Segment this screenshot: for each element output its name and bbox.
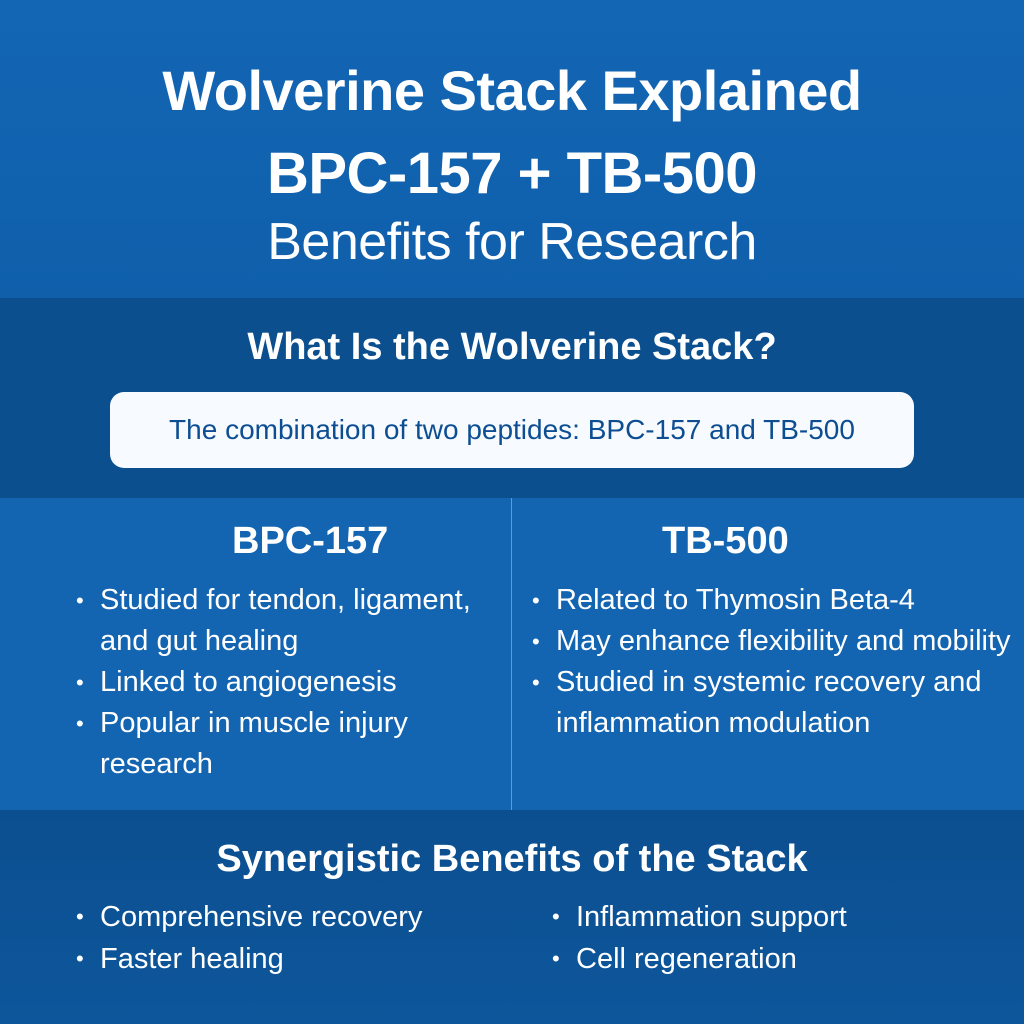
header: Wolverine Stack Explained BPC-157 + TB-5… <box>0 0 1024 298</box>
list-item: • Studied for tendon, ligament, and gut h… <box>76 580 496 662</box>
what-is-section: What Is the Wolverine Stack? The combina… <box>0 298 1024 498</box>
title-line-2: BPC-157 + TB-500 <box>266 141 758 206</box>
bullet-icon: • <box>76 904 84 929</box>
list-item: • Related to Thymosin Beta-4 <box>532 580 1012 621</box>
synergy-list-left: • Comprehensive recovery • Faster healing <box>76 896 496 980</box>
column-divider <box>511 498 512 810</box>
list-item-text: Comprehensive recovery <box>100 901 423 933</box>
list-item-text: Faster healing <box>100 943 284 975</box>
list-item: • Popular in muscle injury research <box>76 703 496 785</box>
title-line-3: Benefits for Research <box>267 213 757 271</box>
list-item-text: Studied for tendon, ligament, and gut he… <box>100 584 471 657</box>
synergy-heading: Synergistic Benefits of the Stack <box>216 838 808 880</box>
bullet-icon: • <box>532 588 540 613</box>
comparison-columns: BPC-157 • Studied for tendon, ligament, a… <box>0 498 1024 810</box>
list-item-text: May enhance flexibility and mobility <box>556 625 1011 657</box>
list-item-text: Related to Thymosin Beta-4 <box>556 584 915 616</box>
bpc-157-title: BPC-157 <box>232 520 389 562</box>
definition-box: The combination of two peptides: BPC-157… <box>110 392 914 468</box>
bullet-icon: • <box>76 946 84 971</box>
bullet-icon: • <box>76 670 84 695</box>
list-item-text: Inflammation support <box>576 901 847 933</box>
bpc-157-column: BPC-157 • Studied for tendon, ligament, a… <box>0 498 512 810</box>
definition-text: The combination of two peptides: BPC-157… <box>169 414 855 445</box>
tb-500-title: TB-500 <box>662 520 789 562</box>
list-item: • May enhance flexibility and mobility <box>532 621 1012 662</box>
list-item-text: Cell regeneration <box>576 943 797 975</box>
bullet-icon: • <box>76 588 84 613</box>
list-item: • Studied in systemic recovery and inflam… <box>532 662 1012 744</box>
synergy-list-right: • Inflammation support • Cell regeneration <box>552 896 972 980</box>
synergy-section: Synergistic Benefits of the Stack • Compr… <box>0 810 1024 1024</box>
list-item: • Linked to angiogenesis <box>76 662 496 703</box>
list-item: • Faster healing <box>76 938 496 980</box>
list-item: • Comprehensive recovery <box>76 896 496 938</box>
bullet-icon: • <box>76 711 84 736</box>
list-item: • Inflammation support <box>552 896 972 938</box>
title-line-1: Wolverine Stack Explained <box>162 59 862 122</box>
list-item-text: Studied in systemic recovery and inflamm… <box>556 666 982 739</box>
list-item-text: Linked to angiogenesis <box>100 666 397 698</box>
tb-500-column: TB-500 • Related to Thymosin Beta-4 • May e… <box>512 498 1024 810</box>
bullet-icon: • <box>552 904 560 929</box>
bullet-icon: • <box>532 670 540 695</box>
bullet-icon: • <box>552 946 560 971</box>
what-is-heading: What Is the Wolverine Stack? <box>247 326 777 368</box>
tb-500-list: • Related to Thymosin Beta-4 • May enhance … <box>532 580 1012 744</box>
list-item: • Cell regeneration <box>552 938 972 980</box>
bullet-icon: • <box>532 629 540 654</box>
list-item-text: Popular in muscle injury research <box>100 707 408 780</box>
bpc-157-list: • Studied for tendon, ligament, and gut h… <box>76 580 496 785</box>
